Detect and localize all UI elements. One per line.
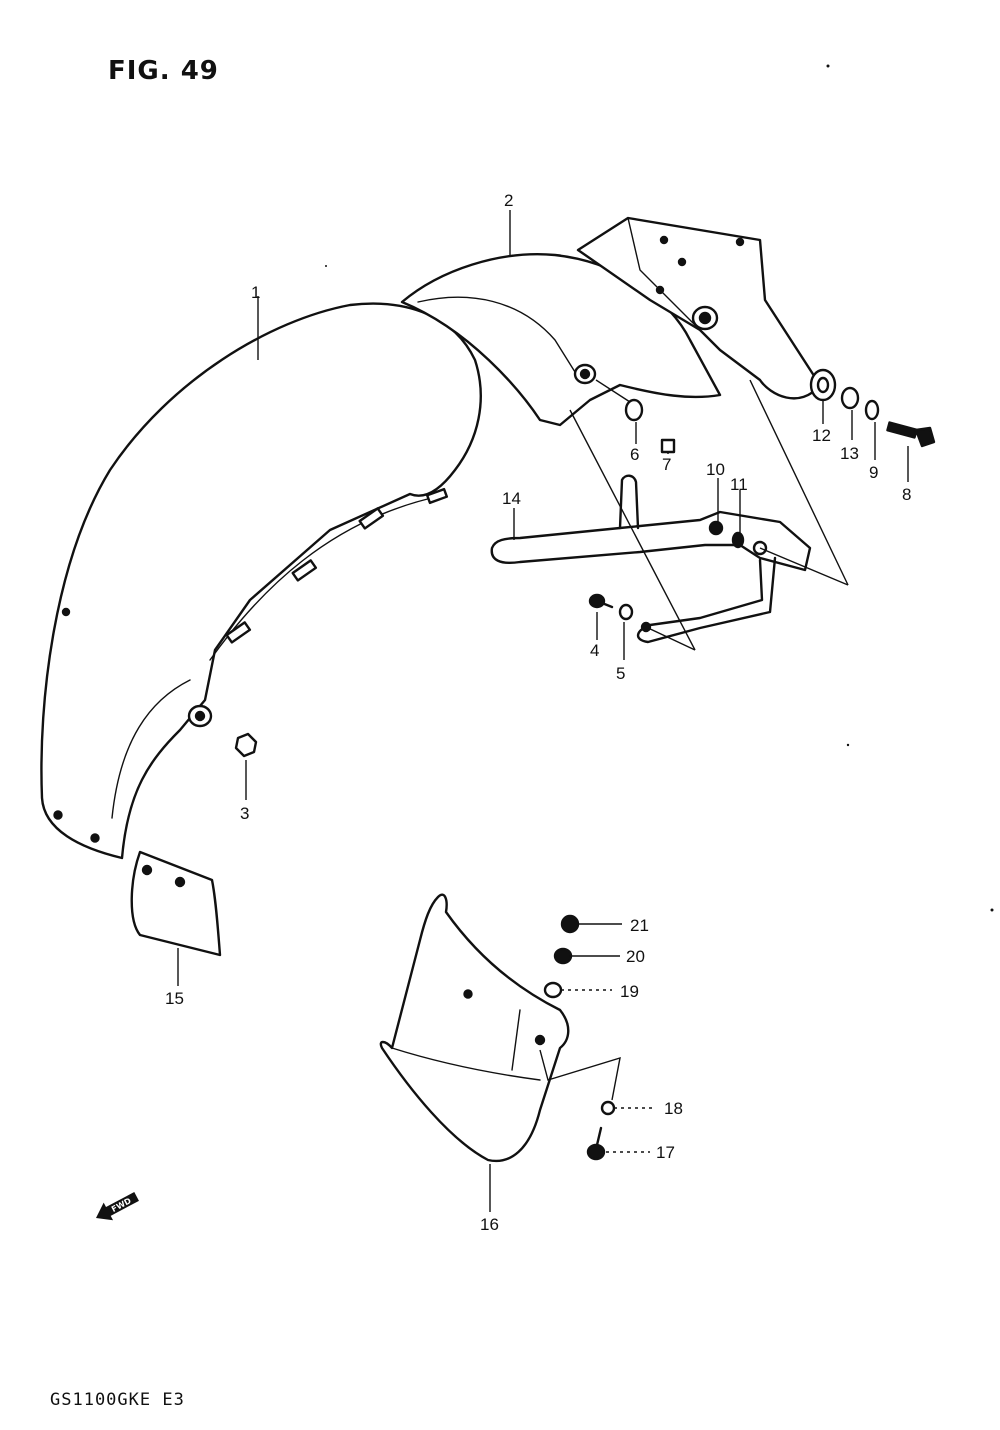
callout-17: 17 — [656, 1143, 675, 1162]
callout-9: 9 — [869, 463, 879, 482]
assembly-guide-lines — [539, 379, 849, 1101]
callout-4: 4 — [590, 641, 600, 660]
callout-18: 18 — [664, 1099, 683, 1118]
callout-12: 12 — [812, 426, 831, 445]
lower-bracket — [490, 474, 812, 644]
callout-10: 10 — [706, 460, 725, 479]
model-code: GS1100GKE E3 — [50, 1390, 185, 1410]
callout-7: 7 — [662, 455, 672, 474]
callout-15: 15 — [165, 989, 184, 1008]
callout-3: 3 — [240, 804, 250, 823]
callout-5: 5 — [616, 664, 626, 683]
fender-bracket — [400, 216, 822, 427]
callout-21: 21 — [630, 916, 649, 935]
leader-lines — [177, 210, 909, 1212]
callout-1: 1 — [251, 283, 261, 302]
callout-8: 8 — [902, 485, 912, 504]
callout-19: 19 — [620, 982, 639, 1001]
callout-14: 14 — [502, 489, 521, 508]
fwd-label: FWD — [110, 1196, 133, 1214]
mudguard-extension — [379, 893, 570, 1163]
callout-13: 13 — [840, 444, 859, 463]
callout-11: 11 — [730, 475, 748, 494]
fastener-hardware — [234, 368, 936, 1161]
rear-fender — [40, 302, 482, 860]
callout-16: 16 — [480, 1215, 499, 1234]
mud-flap-small — [130, 850, 222, 957]
fwd-arrow-icon: FWD — [96, 1191, 139, 1221]
callout-20: 20 — [626, 947, 645, 966]
callout-6: 6 — [630, 445, 640, 464]
callout-2: 2 — [504, 191, 514, 210]
scan-specks — [325, 64, 994, 912]
figure-title: FIG. 49 — [108, 56, 219, 86]
